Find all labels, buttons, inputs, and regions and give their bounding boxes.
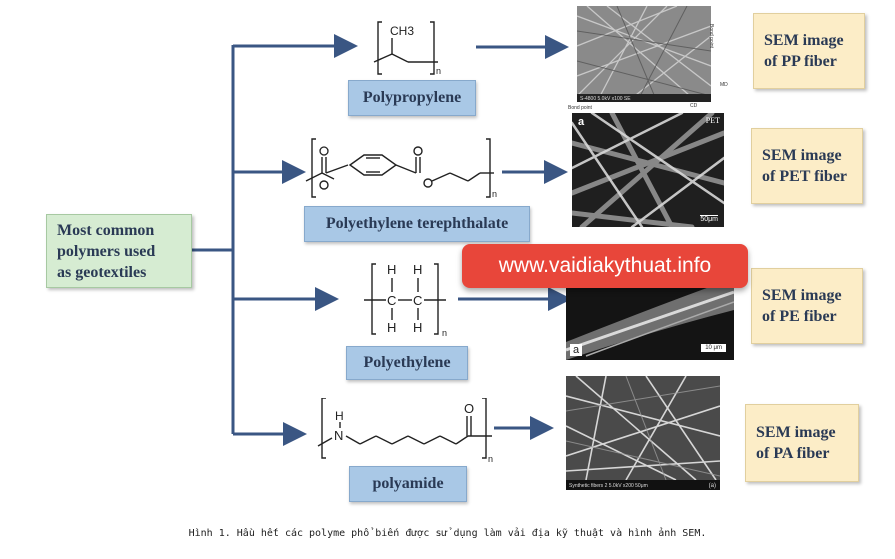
name-box-pa: polyamide <box>349 466 467 502</box>
structure-pp: CH3 n <box>373 21 441 76</box>
pa-o-label: O <box>464 401 474 416</box>
name-box-pp-label: Polypropylene <box>362 89 462 106</box>
pe-c-right: C <box>413 293 422 308</box>
pe-h-top-left: H <box>387 262 396 277</box>
sem-pet-corner-label: a <box>578 116 585 128</box>
sem-pa-corner: (a) <box>708 483 716 489</box>
sem-label-pp-line-2: of PP fiber <box>764 53 837 70</box>
figure-caption: Hình 1. Hầu hết các polyme phổ biến được… <box>188 528 707 539</box>
pe-h-top-right: H <box>413 262 422 277</box>
name-box-pe-label: Polyethylene <box>363 354 451 371</box>
sem-pp-bond-point: Bond point <box>708 24 714 48</box>
structure-pe: H H C C H H n <box>364 262 447 338</box>
watermark-text: www.vaidiakythuat.info <box>498 254 712 277</box>
sem-label-box-pp: SEM image of PP fiber <box>753 13 865 89</box>
main-box-line-2: polymers used <box>57 242 156 260</box>
sem-label-pe-line-1: SEM image <box>762 287 842 304</box>
sem-pet-bond-point: Bond point <box>568 105 592 111</box>
structure-pa: H N O n <box>317 398 493 464</box>
name-box-pet-label: Polyethylene terephthalate <box>325 215 509 232</box>
pp-ch3-label: CH3 <box>390 24 414 38</box>
structure-pet: n <box>305 138 497 199</box>
sem-pe-scale: 10 μm <box>701 344 726 352</box>
sem-label-pet-line-2: of PET fiber <box>762 168 848 185</box>
name-box-pa-label: polyamide <box>372 475 444 492</box>
pp-subscript-n: n <box>436 66 441 76</box>
pe-c-left: C <box>387 293 396 308</box>
sem-label-pe-line-2: of PE fiber <box>762 308 837 325</box>
sem-label-pet-line-1: SEM image <box>762 147 842 164</box>
sem-label-box-pa: SEM image of PA fiber <box>745 404 859 482</box>
pa-subscript-n: n <box>488 454 493 464</box>
sem-image-pet: a PET 50μm <box>572 113 724 227</box>
sem-image-pa: Synthetic fibers 2 5.0kV x200 50μm (a) <box>566 376 720 490</box>
sem-pet-scale: 50μm <box>700 215 718 223</box>
name-box-pet: Polyethylene terephthalate <box>304 206 530 242</box>
pa-n-label: N <box>334 428 343 443</box>
name-box-pe: Polyethylene <box>346 346 468 380</box>
sem-pa-footer: Synthetic fibers 2 5.0kV x200 50μm <box>569 483 648 489</box>
sem-label-box-pe: SEM image of PE fiber <box>751 268 863 344</box>
sem-pp-footer: S-4800 5.0kV x100 SE <box>580 96 631 102</box>
name-box-pp: Polypropylene <box>348 80 476 116</box>
sem-label-pa-line-2: of PA fiber <box>756 445 830 462</box>
sem-label-box-pet: SEM image of PET fiber <box>751 128 863 204</box>
pe-h-bottom-right: H <box>413 320 422 335</box>
sem-pp-md: MD <box>720 82 728 88</box>
sem-image-pp: S-4800 5.0kV x100 SE <box>577 6 711 102</box>
main-category-box: Most common polymers used as geotextiles <box>46 214 192 288</box>
sem-label-pp-line-1: SEM image <box>764 32 844 49</box>
main-box-line-1: Most common <box>57 221 155 239</box>
pet-subscript-n: n <box>492 189 497 199</box>
pe-h-bottom-left: H <box>387 320 396 335</box>
sem-pp-cd: CD <box>690 103 698 109</box>
pa-h-label: H <box>335 409 344 423</box>
sem-label-pa-line-1: SEM image <box>756 424 836 441</box>
watermark-banner: www.vaidiakythuat.info <box>462 244 748 288</box>
sem-pe-corner-label: a <box>570 344 583 356</box>
pe-subscript-n: n <box>442 328 447 338</box>
main-box-line-3: as geotextiles <box>57 263 147 281</box>
sem-pet-corner-right: PET <box>705 116 720 125</box>
